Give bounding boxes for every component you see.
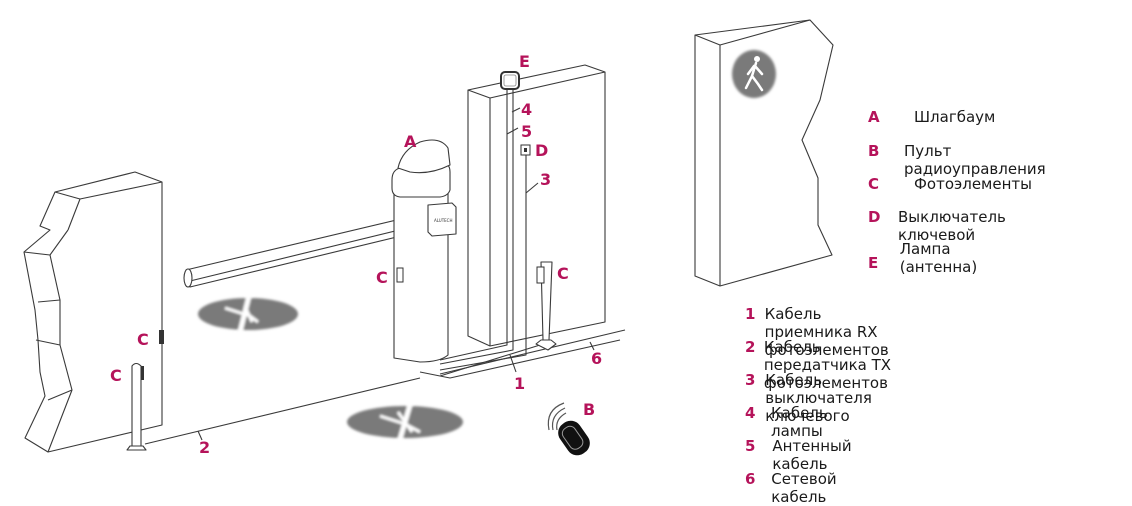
legend-item-d: D Выключатель ключевой — [868, 208, 1022, 244]
legend-text: Кабель передатчика TX фотоэлементов — [763, 338, 892, 392]
legend-key: 6 — [745, 470, 756, 488]
callout-6: 6 — [591, 349, 602, 368]
photocell-icon — [396, 267, 404, 283]
legend-text: Сетевой кабель — [771, 470, 837, 506]
legend-item-e: E Лампа (антенна) — [868, 240, 991, 276]
legend-key: A — [868, 108, 880, 126]
legend-item-5: 5 Антенный кабель — [745, 437, 865, 473]
callout-c-barrier: C — [376, 268, 388, 287]
left-wall — [23, 171, 163, 453]
legend-item-b: B Пульт радиоуправления — [868, 142, 1056, 178]
callout-d: D — [535, 141, 548, 160]
callout-c-wall-left: C — [137, 330, 149, 349]
cables — [419, 88, 621, 379]
legend-item-a: A Шлагбаум — [868, 108, 995, 126]
key-switch-icon — [520, 144, 531, 156]
photocell-post-left — [126, 362, 147, 451]
barrier-housing: ALUTECH — [391, 139, 457, 363]
legend-text: Лампа (антенна) — [899, 240, 978, 276]
legend-item-3: 3 Кабель выключателя ключевого — [745, 371, 893, 425]
callout-a: A — [404, 132, 417, 151]
callout-b: B — [583, 400, 595, 419]
callout-e: E — [519, 52, 530, 71]
legend-key: E — [868, 254, 879, 272]
legend-item-c: C Фотоэлементы — [868, 175, 1032, 193]
callout-c-post-right: C — [557, 264, 569, 283]
callout-2: 2 — [199, 438, 210, 457]
legend-item-4: 4 Кабель лампы — [745, 404, 843, 440]
legend-text: Фотоэлементы — [914, 175, 1032, 193]
legend-key: 2 — [745, 338, 756, 356]
legend-item-1: 1 Кабель приемника RX фотоэлементов — [745, 305, 910, 359]
callout-3: 3 — [540, 170, 551, 189]
photocell-post-right — [535, 261, 557, 351]
pedestrian-sign-icon — [732, 50, 776, 98]
legend-key: B — [868, 142, 880, 160]
no-pedestrian-sign-icon — [347, 397, 463, 447]
legend-key: 4 — [745, 404, 756, 422]
no-pedestrian-sign-icon — [198, 291, 298, 341]
legend-key: 5 — [745, 437, 756, 455]
photocell-icon — [159, 330, 164, 344]
remote-control-icon — [547, 402, 590, 456]
legend-text: Пульт радиоуправления — [904, 142, 1046, 178]
legend-text: Шлагбаум — [914, 108, 996, 126]
legend-key: D — [868, 208, 881, 226]
legend-text: Кабель лампы — [770, 404, 828, 440]
callout-4: 4 — [521, 100, 532, 119]
signal-lamp-icon — [500, 71, 520, 90]
far-wall — [694, 19, 834, 287]
brand-label: ALUTECH — [434, 218, 452, 223]
legend-text: Выключатель ключевой — [898, 208, 1006, 244]
legend-key: 1 — [745, 305, 756, 323]
callout-c-post-left: C — [110, 366, 122, 385]
right-pillar — [467, 64, 606, 347]
legend-key: C — [868, 175, 880, 193]
legend-item-2: 2 Кабель передатчика TX фотоэлементов — [745, 338, 910, 392]
legend-text: Кабель приемника RX фотоэлементов — [764, 305, 889, 359]
legend-text: Кабель выключателя ключевого — [765, 371, 872, 425]
legend-text: Антенный кабель — [772, 437, 852, 473]
legend-item-6: 6 Сетевой кабель — [745, 470, 851, 506]
callout-1: 1 — [514, 374, 525, 393]
leader-lines — [197, 107, 595, 441]
callout-5: 5 — [521, 122, 532, 141]
legend-key: 3 — [745, 371, 756, 389]
